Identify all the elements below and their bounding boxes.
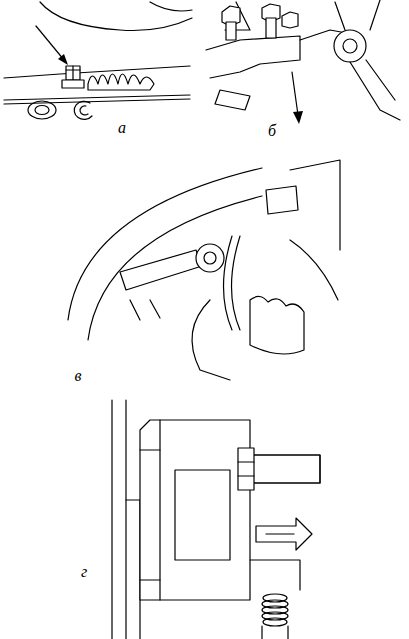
panel-label: г (81, 564, 87, 580)
spring-coil (262, 594, 288, 626)
panel-label: б (268, 123, 276, 139)
panel-c-drawing (68, 160, 340, 380)
panel-label: а (118, 120, 126, 136)
panel-label: в (75, 368, 82, 384)
panel-b-drawing (206, 0, 400, 124)
panel-a-drawing (4, 2, 192, 119)
panel-d-drawing (112, 400, 320, 639)
